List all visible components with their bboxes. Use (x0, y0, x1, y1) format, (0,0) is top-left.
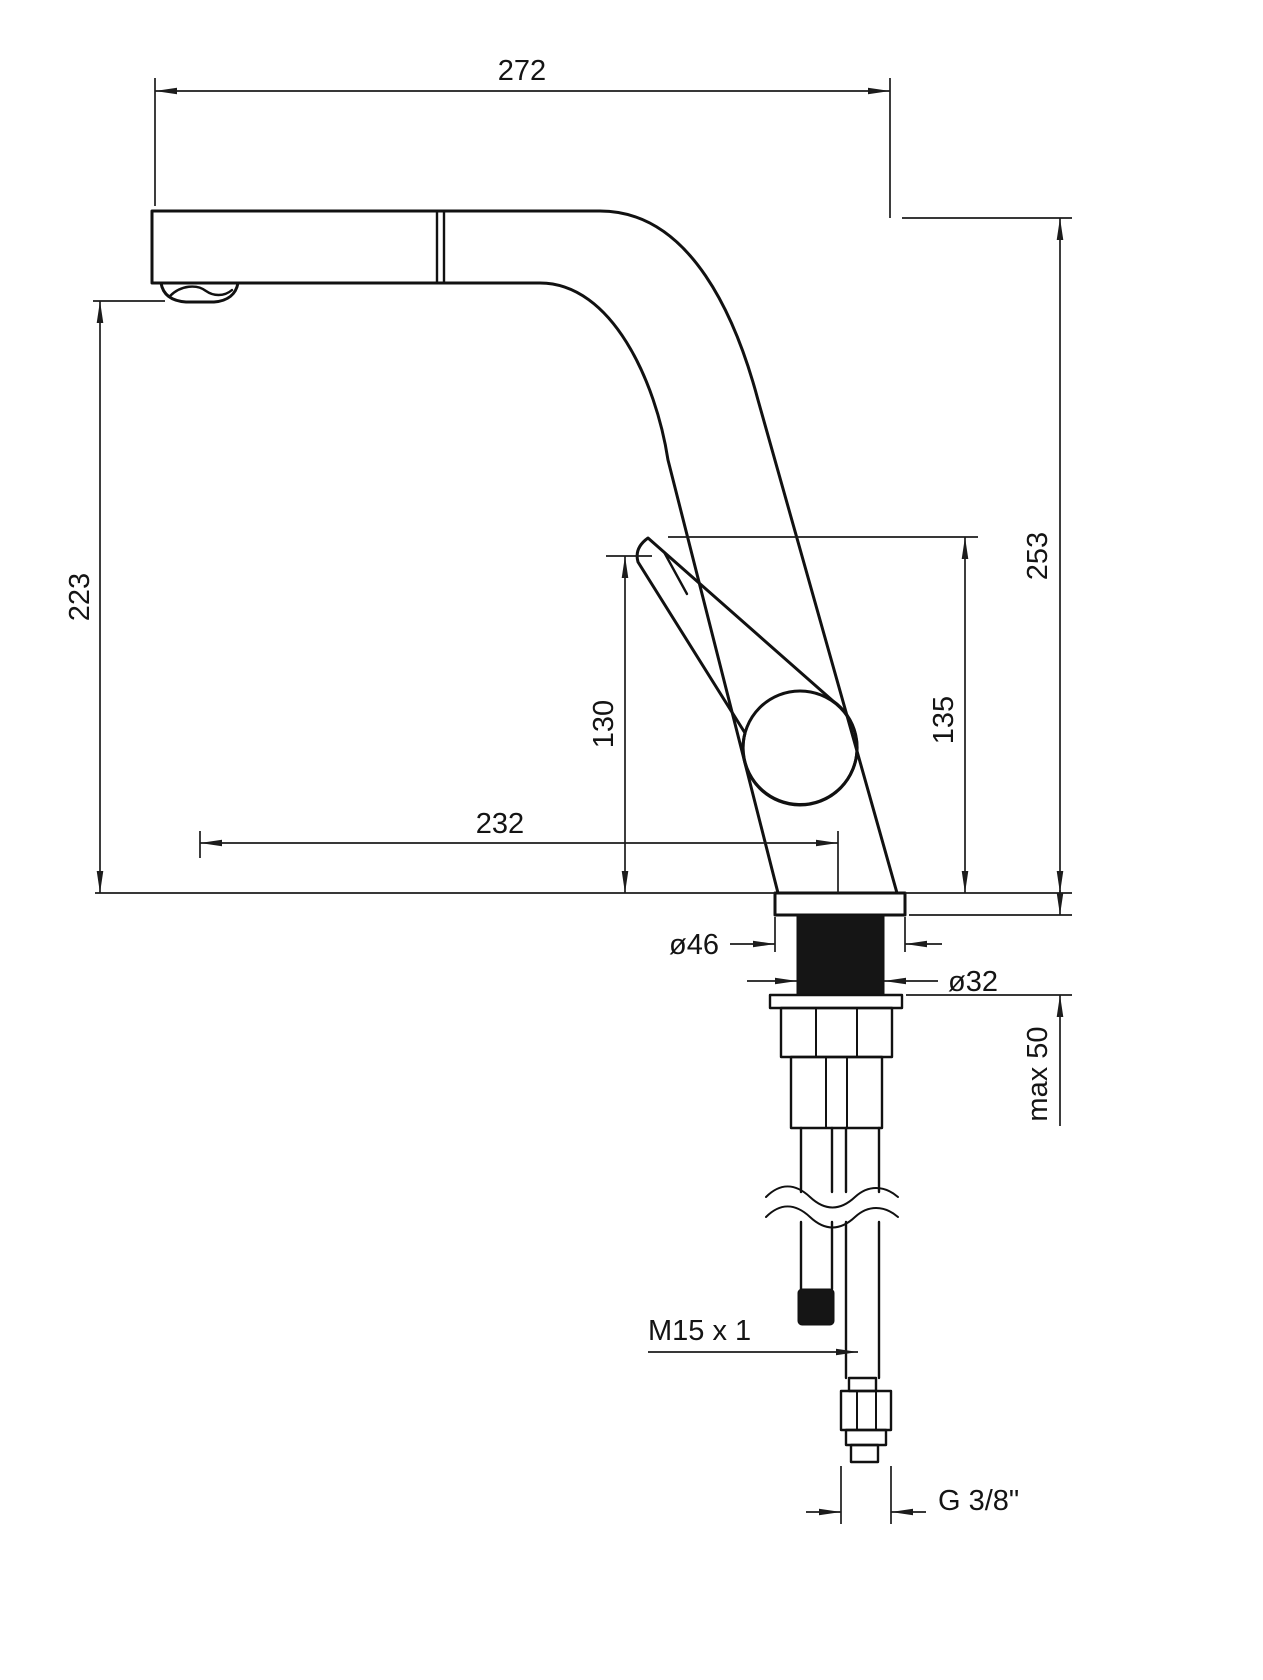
pullout-head-seam (435, 210, 446, 284)
dim-dia32: ø32 (747, 966, 998, 998)
connector-hex-facets (856, 1390, 877, 1431)
dim-max50: max 50 (906, 890, 1072, 1126)
dim-253: 253 (902, 217, 1072, 893)
break-lines (765, 1185, 899, 1229)
dim-223: 223 (64, 300, 165, 893)
handle-pivot-circle (741, 689, 859, 807)
dim-label-g38: G 3/8" (938, 1485, 1019, 1517)
dim-g38-extensions (840, 1466, 892, 1524)
dim-135: 135 (668, 536, 978, 893)
mounting-nut (779, 1006, 894, 1059)
dim-label-272: 272 (498, 55, 546, 87)
dim-g38: G 3/8" (806, 1466, 1019, 1524)
dim-label-max50: max 50 (1022, 1026, 1054, 1121)
faucet-outline (150, 209, 899, 895)
connector-neck (847, 1376, 878, 1393)
supply-hoses (799, 1126, 881, 1380)
hose-adapter-lines (825, 1056, 848, 1129)
dim-label-253: 253 (1022, 532, 1054, 580)
spout-outlet (159, 281, 240, 304)
connector-tube-end (849, 1443, 880, 1464)
dim-label-232: 232 (476, 808, 524, 840)
dimension-annotations: 272 253 223 130 135 (64, 55, 1072, 1524)
mounting-washer (768, 993, 904, 1010)
dim-label-130: 130 (588, 700, 620, 748)
handle-lever (635, 536, 859, 807)
faucet-body (150, 209, 899, 895)
lever-tip-detail (662, 550, 689, 596)
dim-272-extensions (154, 78, 891, 218)
base-flange (773, 891, 907, 917)
dim-232-extensions (199, 831, 839, 893)
dim-label-m15: M15 x 1 (648, 1315, 751, 1347)
dim-dia46: ø46 (669, 917, 942, 961)
mounting-nut-facets (815, 1007, 858, 1058)
mounting-hardware (765, 891, 907, 1464)
connector-collar (844, 1428, 888, 1447)
threaded-shaft (796, 914, 885, 996)
dim-max50-extensions (906, 914, 1072, 1126)
dim-label-dia46: ø46 (669, 929, 719, 961)
dim-232: 232 (199, 808, 839, 893)
connector-hex-nut (839, 1389, 893, 1432)
hose-thread-tip (797, 1288, 835, 1326)
aerator-wave-detail (168, 285, 234, 298)
dim-m15: M15 x 1 (648, 1315, 858, 1356)
dim-label-135: 135 (928, 696, 960, 744)
dim-272: 272 (154, 55, 891, 218)
dim-label-223: 223 (64, 573, 96, 621)
dim-130: 130 (588, 555, 652, 893)
hose-adapter-block (789, 1055, 884, 1130)
dim-label-dia32: ø32 (948, 966, 998, 998)
